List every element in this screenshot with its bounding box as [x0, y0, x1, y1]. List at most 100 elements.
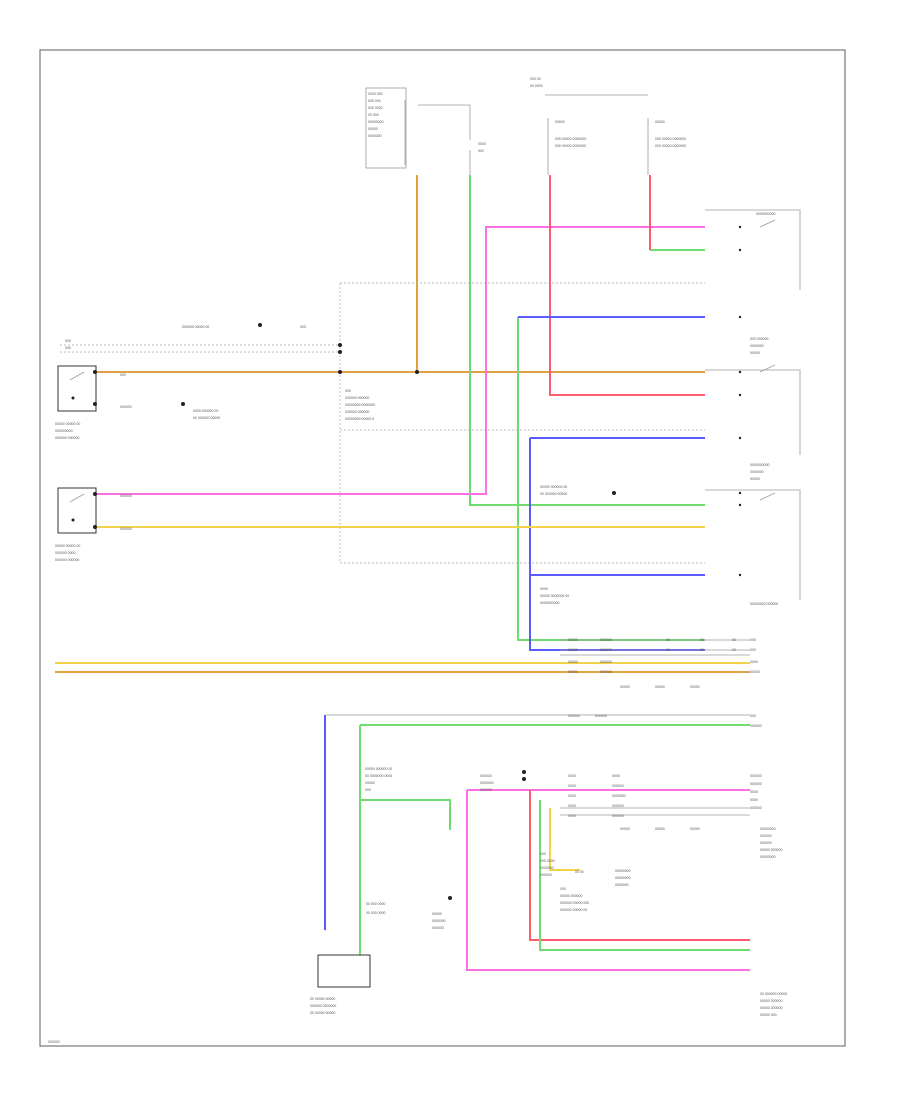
svg-text:00000: 00000 — [620, 827, 630, 831]
svg-text:0000000: 0000000 — [750, 344, 764, 348]
svg-text:00: 00 — [700, 638, 704, 642]
svg-text:00000000 00000 0: 00000000 00000 0 — [345, 417, 374, 421]
svg-text:000000: 000000 — [612, 804, 624, 808]
svg-text:00 00: 00 00 — [575, 870, 584, 874]
svg-text:000: 000 — [560, 887, 566, 891]
svg-text:00000 00000 00: 00000 00000 00 — [55, 544, 80, 548]
diagram-border — [39, 49, 846, 1047]
svg-text:00: 00 — [732, 648, 736, 652]
svg-text:00: 00 — [666, 648, 670, 652]
svg-text:000: 000 — [540, 852, 546, 856]
svg-text:00000: 00000 — [568, 638, 578, 642]
svg-text:00 0000: 00 0000 — [530, 84, 543, 88]
svg-text:0000: 0000 — [612, 774, 620, 778]
svg-text:000 00000 0000000: 000 00000 0000000 — [655, 144, 686, 148]
svg-text:00 000 0000: 00 000 0000 — [366, 911, 386, 915]
svg-text:000: 000 — [750, 714, 756, 718]
svg-text:0000: 0000 — [478, 142, 486, 146]
svg-text:00000: 00000 — [655, 827, 665, 831]
svg-text:00000 000000 00: 00000 000000 00 — [365, 767, 392, 771]
svg-text:000000: 000000 — [595, 714, 607, 718]
svg-text:000: 000 — [750, 648, 756, 652]
svg-text:000: 000 — [750, 638, 756, 642]
svg-text:00 000: 00 000 — [368, 113, 379, 117]
svg-text:00000000 0000000: 00000000 0000000 — [345, 403, 375, 407]
svg-text:0000000: 0000000 — [612, 794, 626, 798]
svg-text:000000: 000000 — [600, 648, 612, 652]
svg-text:000000 000000: 000000 000000 — [55, 558, 79, 562]
svg-text:000000: 000000 — [120, 494, 132, 498]
svg-text:00000: 00000 — [555, 120, 565, 124]
svg-text:000 00: 000 00 — [530, 77, 541, 81]
svg-text:00000: 00000 — [568, 670, 578, 674]
svg-text:00000000 000000: 00000000 000000 — [750, 602, 778, 606]
svg-text:000000: 000000 — [612, 784, 624, 788]
svg-text:0000 000: 0000 000 — [368, 92, 383, 96]
svg-text:00000: 00000 — [568, 660, 578, 664]
svg-text:0000: 0000 — [540, 587, 548, 591]
illegible-labels: 000000 00000 00 000 000 000 000 000000 0… — [48, 212, 787, 1044]
svg-text:000000: 000000 — [760, 834, 772, 838]
svg-text:000000: 000000 — [480, 774, 492, 778]
svg-text:0000000000: 0000000000 — [540, 601, 560, 605]
svg-text:000 000: 000 000 — [368, 99, 381, 103]
svg-text:000000 00000 00: 000000 00000 00 — [560, 908, 587, 912]
svg-text:00000: 00000 — [750, 477, 760, 481]
svg-text:00 000000 00000: 00 000000 00000 — [760, 992, 787, 996]
svg-text:000000: 000000 — [120, 527, 132, 531]
svg-text:000: 000 — [65, 339, 71, 343]
svg-text:000 00000 0000000: 000 00000 0000000 — [655, 137, 686, 141]
svg-text:0000000: 0000000 — [432, 919, 446, 923]
svg-text:00000 000: 00000 000 — [760, 1013, 777, 1017]
svg-text:000 00000 0000000: 000 00000 0000000 — [555, 137, 586, 141]
svg-text:00000 000000: 00000 000000 — [760, 848, 782, 852]
svg-text:000: 000 — [65, 346, 71, 350]
svg-text:000000: 000000 — [612, 814, 624, 818]
svg-text:0000000: 0000000 — [750, 470, 764, 474]
svg-text:0000000: 0000000 — [368, 134, 382, 138]
svg-text:000 00000 0000000: 000 00000 0000000 — [555, 144, 586, 148]
svg-text:000000 000000: 000000 000000 — [345, 410, 369, 414]
svg-text:000000: 000000 — [750, 782, 762, 786]
svg-text:00000000: 00000000 — [615, 876, 631, 880]
svg-text:000 0000: 000 0000 — [368, 106, 383, 110]
wires — [55, 175, 801, 971]
svg-text:00000: 00000 — [365, 781, 375, 785]
relay-box — [317, 954, 371, 988]
left-switch-top — [57, 365, 97, 412]
svg-text:000000 0000: 000000 0000 — [55, 551, 75, 555]
svg-text:00000: 00000 — [432, 912, 442, 916]
svg-text:0000: 0000 — [568, 804, 576, 808]
svg-text:00 000000 00000: 00 000000 00000 — [193, 416, 220, 420]
svg-text:000000: 000000 — [480, 788, 492, 792]
svg-text:000000: 000000 — [568, 714, 580, 718]
svg-text:00000000: 00000000 — [760, 855, 776, 859]
svg-text:0000000: 0000000 — [480, 781, 494, 785]
svg-text:00000 000000: 00000 000000 — [560, 894, 582, 898]
svg-text:000: 000 — [120, 373, 126, 377]
svg-text:000000: 000000 — [48, 1040, 60, 1044]
cell-grid: 00000 00000 00000 00000 000000 000000 00… — [480, 638, 762, 831]
svg-text:00000: 00000 — [750, 670, 760, 674]
svg-text:000000 0000000: 000000 0000000 — [310, 1004, 336, 1008]
svg-text:00: 00 — [732, 638, 736, 642]
svg-text:0000: 0000 — [568, 794, 576, 798]
svg-text:0000: 0000 — [568, 814, 576, 818]
svg-text:00000 000000: 00000 000000 — [760, 999, 782, 1003]
svg-text:000000 000000: 000000 000000 — [55, 436, 79, 440]
splice-points — [93, 323, 616, 900]
svg-text:0000000: 0000000 — [540, 866, 554, 870]
svg-text:0000000000: 0000000000 — [750, 463, 770, 467]
svg-text:00000: 00000 — [655, 120, 665, 124]
svg-text:00 0000000 0000: 00 0000000 0000 — [365, 774, 392, 778]
svg-text:000000: 000000 — [750, 724, 762, 728]
svg-text:000000 00000 00: 000000 00000 00 — [182, 325, 209, 329]
svg-text:000 0000: 000 0000 — [540, 859, 555, 863]
svg-text:000000 000000: 000000 000000 — [345, 396, 369, 400]
svg-text:0000: 0000 — [568, 774, 576, 778]
svg-text:00 00000 00000: 00 00000 00000 — [310, 997, 335, 1001]
svg-text:00 000000 00000: 00 000000 00000 — [540, 492, 567, 496]
svg-text:000000: 000000 — [540, 873, 552, 877]
svg-text:00000 000000: 00000 000000 — [760, 1006, 782, 1010]
top-power-feeds: 0000 000 000 000 000 0000 00 000 0000000… — [365, 77, 686, 175]
